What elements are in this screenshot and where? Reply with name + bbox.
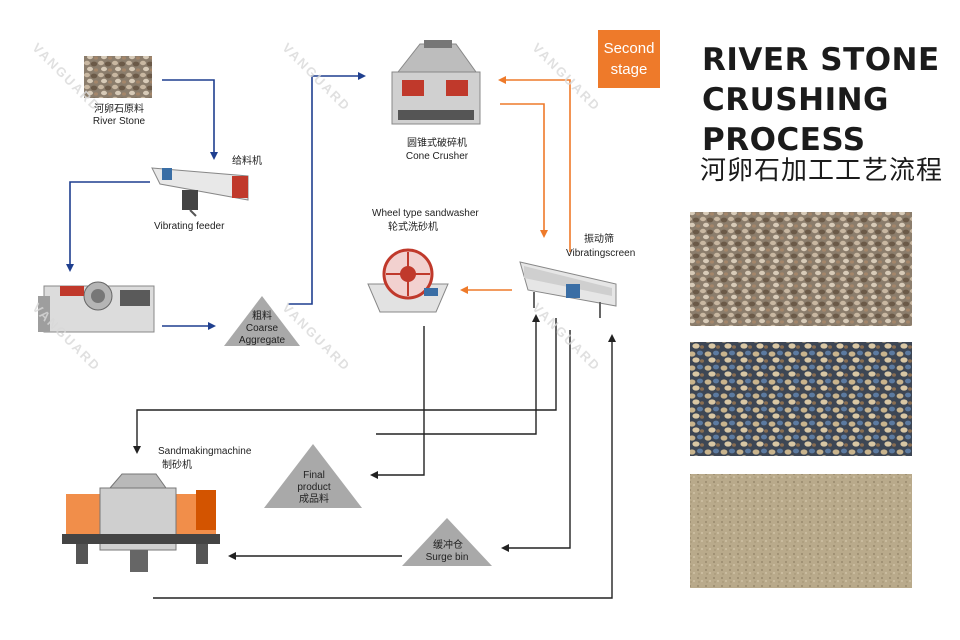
vibrating-feeder-machine xyxy=(151,167,249,217)
vibrating-screen-label-cn: 振动筛 xyxy=(584,234,614,245)
photo-sand xyxy=(690,474,912,588)
photo-pebbles xyxy=(690,342,912,456)
cone-crusher-label-en: Cone Crusher xyxy=(405,151,469,162)
final-product-label-en2: product xyxy=(297,482,331,493)
coarse-aggregate-triangle xyxy=(224,296,300,346)
arrow-sandmaker-to-screen xyxy=(153,334,616,599)
photo-gravel xyxy=(690,212,912,326)
arrow-feeder-to-jaw xyxy=(66,181,150,272)
sand-making-label-en: Sandmakingmachine xyxy=(158,446,252,457)
arrow-washer-to-final xyxy=(370,326,425,479)
final-product-triangle xyxy=(264,444,362,508)
river-stone-label-cn: 河卵石原料 xyxy=(94,104,144,115)
river-stone-image xyxy=(84,56,152,98)
final-product-label-cn: 成品料 xyxy=(299,494,329,505)
surge-bin-triangle xyxy=(402,518,492,566)
title-line-1: RIVER STONE xyxy=(702,42,940,78)
stage-badge-line2: stage xyxy=(610,61,648,78)
vibrating-screen-label-en: Vibratingscreen xyxy=(566,248,636,259)
page-title: RIVER STONE CRUSHING PROCESS xyxy=(702,40,940,160)
cone-crusher-machine xyxy=(391,40,481,125)
final-product-label-en1: Final xyxy=(303,470,325,481)
jaw-crusher-machine xyxy=(38,281,155,333)
vibrating-feeder-label-en: Vibrating feeder xyxy=(154,221,225,232)
coarse-aggregate-label-cn: 粗料 xyxy=(252,311,272,322)
wheel-washer-label-cn: 轮式洗砂机 xyxy=(388,222,438,233)
vibrating-screen-machine xyxy=(519,261,617,318)
sand-making-label-cn: 制砂机 xyxy=(162,460,192,471)
coarse-aggregate-label-en1: Coarse xyxy=(245,323,279,334)
arrow-stone-to-feeder xyxy=(162,79,218,160)
title-line-3: PROCESS xyxy=(702,122,866,158)
surge-bin-label-cn: 缓冲仓 xyxy=(433,540,463,551)
wheel-washer-label-en: Wheel type sandwasher xyxy=(372,208,479,219)
second-stage-badge: Second stage xyxy=(598,30,660,88)
arrow-screen-to-sandmaker xyxy=(133,318,557,454)
coarse-aggregate-label-en2: Aggregate xyxy=(238,335,286,346)
sand-making-machine xyxy=(62,473,220,572)
river-stone-label-en: River Stone xyxy=(92,116,146,127)
stage-badge-line1: Second xyxy=(603,40,655,57)
wheel-sandwasher-machine xyxy=(367,248,449,313)
arrow-screen-to-surgebin xyxy=(501,330,571,552)
page-title-cn: 河卵石加工工艺流程 xyxy=(700,156,944,186)
arrow-cone-to-screen xyxy=(500,103,548,238)
arrow-coarse-to-cone xyxy=(288,72,366,305)
arrow-screen-to-cone xyxy=(498,76,571,252)
vibrating-feeder-label-cn: 给料机 xyxy=(232,156,262,167)
title-line-2: CRUSHING xyxy=(702,82,889,118)
cone-crusher-label-cn: 圆锥式破碎机 xyxy=(407,138,467,149)
arrow-loop-to-screen-left xyxy=(376,314,540,435)
surge-bin-label-en: Surge bin xyxy=(425,552,469,563)
